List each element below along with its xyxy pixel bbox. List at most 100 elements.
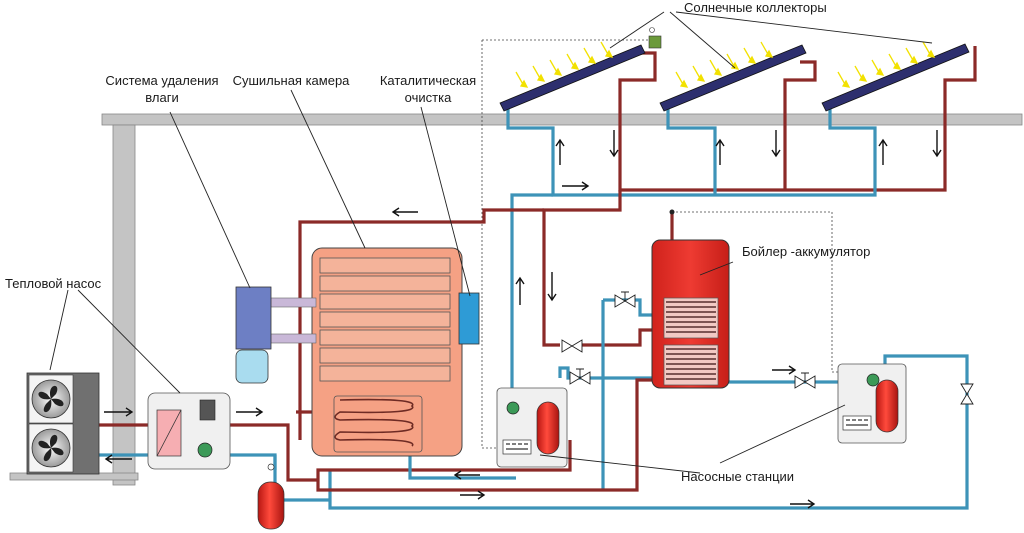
valve-right-station bbox=[794, 372, 816, 389]
arrow-down-2 bbox=[771, 130, 781, 158]
pump-station-left bbox=[496, 387, 568, 468]
boiler-coil-lower bbox=[663, 344, 719, 386]
pipe-right-loop bbox=[328, 354, 969, 510]
label-catalytic-1: Каталитическая bbox=[380, 73, 476, 88]
pipe-station-to-boiler bbox=[558, 366, 655, 380]
arrow-up-1 bbox=[555, 138, 565, 165]
leader-heat-pump-1 bbox=[49, 289, 69, 371]
control-lines bbox=[481, 39, 846, 449]
building-frame bbox=[9, 113, 1023, 486]
solar-collector-1 bbox=[499, 41, 646, 112]
heat-pump-unit bbox=[26, 372, 100, 475]
duct-upper bbox=[267, 297, 317, 308]
leader-moisture bbox=[169, 111, 251, 289]
controller-right bbox=[842, 415, 872, 431]
arrow-down-1 bbox=[609, 130, 619, 158]
leader-solar-3 bbox=[675, 11, 933, 44]
sun-rays-1 bbox=[515, 41, 614, 88]
leader-solar-1 bbox=[609, 11, 665, 49]
arrow-down-3 bbox=[932, 130, 942, 158]
control-line-left bbox=[481, 40, 500, 449]
arrow-left-chamber bbox=[391, 207, 418, 217]
arrow-hp-out bbox=[236, 407, 264, 417]
leader-chamber bbox=[290, 89, 366, 249]
valve-solar-loop bbox=[561, 339, 583, 353]
drying-chamber bbox=[311, 247, 463, 457]
expansion-tank-bottom bbox=[257, 463, 285, 530]
label-boiler: Бойлер -аккумулятор bbox=[742, 244, 870, 259]
label-moisture-removal-1: Система удаления bbox=[105, 73, 218, 88]
sun-rays-2 bbox=[675, 41, 774, 88]
duct-lower bbox=[267, 333, 317, 344]
controller-right-display bbox=[846, 419, 868, 426]
pipe-boiler-return-hot bbox=[316, 378, 655, 492]
arrow-up-3 bbox=[878, 138, 888, 165]
flow-arrows bbox=[104, 130, 942, 509]
arrow-up-2 bbox=[715, 138, 725, 165]
leader-station-left bbox=[539, 454, 701, 474]
condensate-tank bbox=[235, 349, 269, 384]
sun-rays-3 bbox=[837, 41, 936, 88]
boiler-accumulator bbox=[651, 209, 730, 389]
pipe-to-boiler-upper bbox=[578, 328, 660, 347]
pump-left-icon bbox=[506, 401, 520, 415]
arrow-up-solar bbox=[515, 276, 525, 305]
leader-lines bbox=[49, 11, 933, 474]
boiler-coil-upper bbox=[663, 297, 719, 339]
leader-catalytic bbox=[420, 106, 471, 297]
label-moisture-removal-2: влаги bbox=[145, 90, 178, 105]
pump-right-icon bbox=[866, 373, 880, 387]
pipe-solar-down-cold bbox=[510, 193, 553, 392]
label-solar-collectors: Солнечные коллекторы bbox=[684, 0, 827, 15]
support-column bbox=[112, 124, 136, 486]
leader-heat-pump-2 bbox=[77, 289, 181, 394]
moisture-removal-unit bbox=[235, 286, 272, 384]
pump-station-right bbox=[837, 363, 907, 444]
controller-left bbox=[502, 439, 532, 455]
arrow-right-bottom bbox=[460, 490, 486, 500]
collector-panel-1 bbox=[499, 44, 646, 112]
leader-station-right bbox=[719, 404, 846, 464]
solar-collector-2 bbox=[659, 41, 807, 112]
pipe-chamber-hot bbox=[298, 208, 544, 440]
temperature-sensor-icon bbox=[648, 27, 662, 49]
label-pump-stations: Насосные станции bbox=[681, 469, 794, 484]
expansion-tank-left bbox=[536, 401, 560, 455]
arrow-hp-supply bbox=[104, 407, 134, 417]
pipe-collector-2-in bbox=[666, 108, 717, 195]
fan-upper-icon bbox=[31, 379, 71, 419]
expansion-tank-right bbox=[875, 379, 899, 433]
label-catalytic-2: очистка bbox=[405, 90, 452, 105]
arrow-right-boiler bbox=[772, 365, 797, 375]
leader-boiler bbox=[699, 261, 734, 276]
heat-exchanger-unit bbox=[147, 392, 231, 470]
roof-beam bbox=[101, 113, 1023, 126]
label-heat-pump: Тепловой насос bbox=[5, 276, 102, 291]
arrow-hp-return bbox=[104, 454, 132, 464]
valves bbox=[561, 291, 974, 405]
pipe-collector-2-out bbox=[783, 60, 817, 190]
chamber-shelves bbox=[319, 257, 451, 382]
fan-lower-icon bbox=[31, 428, 71, 468]
exchanger-controller bbox=[199, 399, 216, 421]
pipe-hp-supply-b bbox=[228, 423, 318, 482]
arrow-left-bottom bbox=[453, 470, 480, 480]
solar-collectors bbox=[499, 27, 970, 112]
label-drying-chamber: Сушильная камера bbox=[233, 73, 351, 88]
collector-panel-3 bbox=[821, 43, 970, 112]
valve-boiler-lower bbox=[569, 368, 591, 385]
arrow-right-return bbox=[790, 499, 816, 509]
pipe-solar-down-hot bbox=[542, 190, 622, 347]
collector-panel-2 bbox=[659, 44, 807, 112]
arrow-right-top bbox=[562, 181, 590, 191]
valve-right-loop bbox=[960, 383, 974, 405]
arrow-down-solar bbox=[547, 272, 557, 302]
moisture-unit-body bbox=[235, 286, 272, 350]
solar-collector-3 bbox=[821, 41, 970, 112]
control-line-right bbox=[672, 211, 846, 373]
boiler-sensor-point bbox=[669, 209, 675, 215]
exchanger-pump-icon bbox=[197, 442, 213, 458]
chamber-heat-coil bbox=[333, 395, 423, 453]
leader-solar-2 bbox=[669, 11, 736, 69]
